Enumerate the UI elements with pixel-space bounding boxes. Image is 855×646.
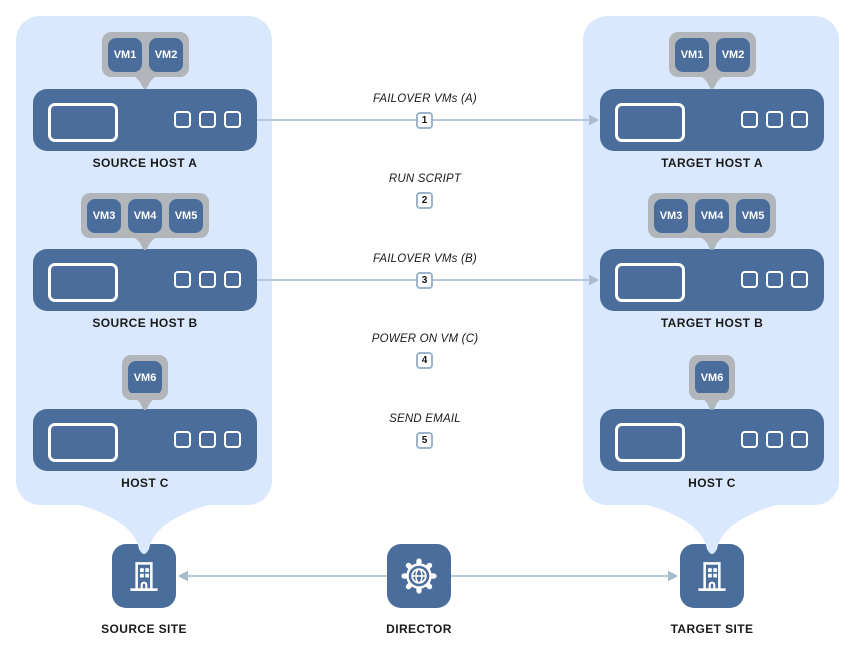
source-panel-tail: [40, 496, 248, 554]
port-square-icon: [791, 431, 808, 448]
step-badge-3: 3: [416, 272, 433, 289]
step-label-5: SEND EMAIL: [389, 413, 461, 425]
vm-node: VM1: [108, 37, 142, 72]
target-site-node: [680, 544, 744, 608]
drive-bay-icon: [48, 423, 118, 462]
vm-callout-target-a: VM1 VM2: [669, 32, 756, 89]
arrowhead-right-icon: [589, 274, 599, 286]
vm-node: VM4: [128, 198, 162, 233]
vm-node: VM5: [169, 198, 203, 233]
drive-bay-icon: [615, 423, 685, 462]
vm-callout-source-a: VM1 VM2: [102, 32, 189, 89]
step-label-3: FAILOVER VMs (B): [373, 253, 477, 265]
port-square-icon: [174, 431, 191, 448]
host-label-source-b: SOURCE HOST B: [92, 316, 198, 330]
host-bar-target-a: [600, 89, 824, 151]
port-square-icon: [224, 271, 241, 288]
vm-callout-source-b: VM3 VM4 VM5: [81, 193, 209, 250]
callout-tail: [127, 233, 163, 250]
callout-tail: [694, 233, 730, 250]
port-square-icon: [174, 271, 191, 288]
drive-bay-icon: [48, 103, 118, 142]
port-square-icon: [741, 431, 758, 448]
source-site-label: SOURCE SITE: [101, 622, 187, 636]
callout-tail: [127, 393, 163, 410]
arrowhead-left-icon: [178, 570, 188, 582]
port-square-icon: [199, 271, 216, 288]
vm-node: VM3: [654, 198, 688, 233]
vm-callout-target-c: VM6: [689, 355, 735, 410]
vm-node: VM1: [675, 37, 709, 72]
director-node: [387, 544, 451, 608]
vm-callout-target-b: VM3 VM4 VM5: [648, 193, 776, 250]
host-bar-source-a: [33, 89, 257, 151]
callout-tail: [127, 72, 163, 89]
building-icon: [691, 555, 733, 597]
step-badge-2: 2: [416, 192, 433, 209]
port-square-icon: [224, 111, 241, 128]
target-panel-tail: [608, 496, 816, 554]
vm-node: VM6: [695, 360, 729, 395]
port-square-icon: [741, 111, 758, 128]
vm-node: VM5: [736, 198, 770, 233]
port-square-icon: [766, 431, 783, 448]
vm-node: VM6: [128, 360, 162, 395]
host-bar-target-b: [600, 249, 824, 311]
vm-node: VM2: [716, 37, 750, 72]
port-square-icon: [741, 271, 758, 288]
step-badge-1: 1: [416, 112, 433, 129]
port-square-icon: [199, 111, 216, 128]
host-bar-target-c: [600, 409, 824, 471]
vm-callout-source-c: VM6: [122, 355, 168, 410]
vm-node: VM4: [695, 198, 729, 233]
gear-globe-icon: [397, 554, 441, 598]
port-square-icon: [224, 431, 241, 448]
step-label-2: RUN SCRIPT: [388, 173, 462, 185]
callout-tail: [694, 393, 730, 410]
host-bar-source-b: [33, 249, 257, 311]
step-badge-5: 5: [416, 432, 433, 449]
drive-bay-icon: [615, 263, 685, 302]
port-square-icon: [174, 111, 191, 128]
building-icon: [123, 555, 165, 597]
port-square-icon: [791, 111, 808, 128]
step-label-4: POWER ON VM (C): [371, 333, 479, 345]
host-bar-source-c: [33, 409, 257, 471]
director-label: DIRECTOR: [386, 622, 452, 636]
port-square-icon: [766, 271, 783, 288]
vm-node: VM2: [149, 37, 183, 72]
host-label-target-b: TARGET HOST B: [660, 316, 764, 330]
drive-bay-icon: [48, 263, 118, 302]
port-square-icon: [199, 431, 216, 448]
host-label-source-a: SOURCE HOST A: [92, 156, 198, 170]
callout-tail: [694, 72, 730, 89]
host-label-source-c: HOST C: [121, 476, 169, 490]
arrowhead-right-icon: [668, 570, 678, 582]
vm-node: VM3: [87, 198, 121, 233]
arrowhead-right-icon: [589, 114, 599, 126]
source-site-node: [112, 544, 176, 608]
host-label-target-a: TARGET HOST A: [661, 156, 763, 170]
port-square-icon: [791, 271, 808, 288]
step-badge-4: 4: [416, 352, 433, 369]
target-site-label: TARGET SITE: [670, 622, 754, 636]
port-square-icon: [766, 111, 783, 128]
step-label-1: FAILOVER VMs (A): [373, 93, 477, 105]
host-label-target-c: HOST C: [688, 476, 736, 490]
drive-bay-icon: [615, 103, 685, 142]
